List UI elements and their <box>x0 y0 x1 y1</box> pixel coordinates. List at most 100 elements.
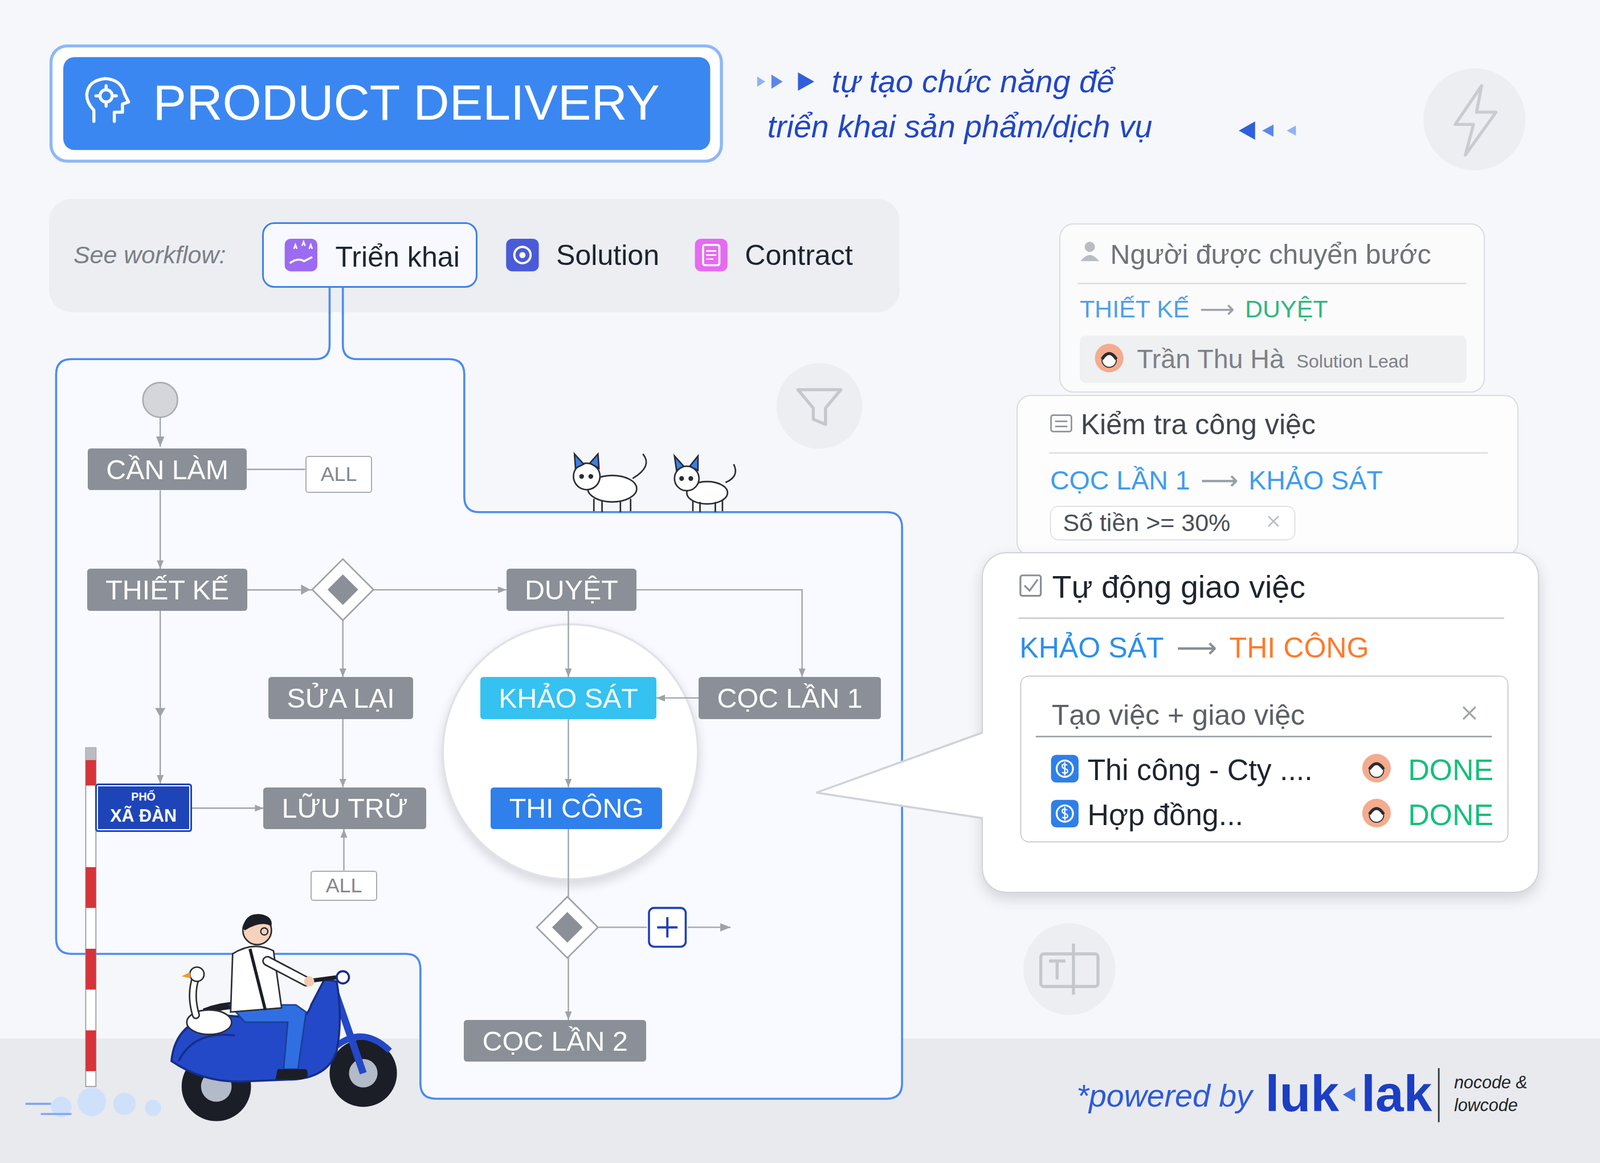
text-slot: Kiểm tra công việc <box>1080 407 1316 442</box>
text-slot: KHẢO SÁT <box>1248 464 1383 497</box>
text-slot: Solution <box>556 238 660 273</box>
list-divider <box>1035 735 1492 738</box>
text-slot: Triển khai <box>335 239 460 275</box>
text-slot: Tự động giao việc <box>1052 568 1306 607</box>
assignee-chip: Trần Thu Hà Solution Lead <box>1079 335 1467 383</box>
subtitle: tự tạo chức năng để <box>831 62 1115 101</box>
person-icon <box>1080 241 1099 261</box>
text-slot: Tạo việc + giao việc <box>1051 698 1305 733</box>
lightning-badge <box>1423 68 1526 171</box>
text-slot: ⟶ <box>1200 464 1239 497</box>
automation-card: Tự động giao việcKHẢO SÁT ⟶ THI CÔNG Tạo vi… <box>981 552 1540 893</box>
text-slot: THI CÔNG <box>1229 630 1370 665</box>
text-slot: Hợp đồng... <box>1087 797 1244 833</box>
status-box: CỌC LẦN 1 <box>698 676 881 719</box>
flow-connector <box>567 719 569 788</box>
diagram-title: PRODUCT DELIVERY <box>153 72 660 133</box>
text-slot: nocode & lowcode <box>1454 1071 1557 1117</box>
scooter-rider <box>25 913 398 1122</box>
step-name: KHẢO SÁT <box>1019 630 1164 665</box>
flow-connector <box>343 829 345 871</box>
person-role: Solution Lead <box>1296 350 1409 373</box>
card-divider <box>1077 282 1467 285</box>
card-heading: Tự động giao việc <box>1052 568 1306 607</box>
flow-connector <box>656 697 699 699</box>
street-pole <box>85 747 96 1087</box>
decision-diamond <box>312 558 374 620</box>
status-box: CẦN LÀM <box>87 448 247 491</box>
box-label: CỌC LẦN 2 <box>482 1024 628 1058</box>
text-slot: ⟶ <box>1176 630 1218 665</box>
box-label: THIẾT KẾ <box>105 573 230 607</box>
sign-text: PHỐ <box>131 790 156 804</box>
note-icon <box>1051 415 1072 432</box>
flow-connector <box>159 490 161 570</box>
mid-arrowhead <box>154 584 310 718</box>
tab-label: Solution <box>556 238 660 273</box>
text-slot: triển khai sản phẩm/dịch vụ <box>767 107 1153 146</box>
subtitle: triển khai sản phẩm/dịch vụ <box>767 107 1153 146</box>
box-label: KHẢO SÁT <box>498 681 638 715</box>
step-arrow: ⟶ <box>1200 464 1239 497</box>
step-arrow: ⟶ <box>1176 630 1218 665</box>
tab-label: Triển khai <box>335 239 460 275</box>
text-slot: tự tạo chức năng để <box>831 62 1115 101</box>
step-name: THI CÔNG <box>1229 630 1370 665</box>
text-slot: DONE <box>1407 752 1494 788</box>
street-sign: PHỐXÃ ĐÀN <box>95 783 193 832</box>
text-slot: PRODUCT DELIVERY <box>153 72 660 133</box>
box-label: ALL <box>325 873 363 899</box>
text-slot: KHẢO SÁT <box>1019 630 1164 665</box>
tab-icon <box>695 238 728 272</box>
text-slot: See workflow: <box>73 240 226 271</box>
active-step-box: THI CÔNG <box>490 787 663 830</box>
text-slot: XÃ ĐÀN <box>109 805 177 827</box>
step-arrow: ⟶ <box>1199 294 1235 325</box>
flow-connector <box>567 610 569 677</box>
text-slot: Trần Thu Hà <box>1136 343 1285 376</box>
close-icon <box>1463 707 1476 720</box>
box-label: SỬA LẠI <box>287 681 395 715</box>
add-step-button <box>649 907 686 947</box>
workflow-region <box>55 287 902 1099</box>
status-box: DUYỆT <box>506 568 637 611</box>
money-icon <box>1051 754 1079 783</box>
active-step-box: KHẢO SÁT <box>480 676 657 719</box>
step-name: THIẾT KẾ <box>1079 294 1190 325</box>
box-label: LỮU TRỮ <box>282 791 408 825</box>
logo-text: luk <box>1265 1063 1340 1125</box>
flow-connector <box>159 610 161 785</box>
box-label: ALL <box>320 462 358 487</box>
status-box: CỌC LẦN 2 <box>463 1019 647 1062</box>
remove-icon <box>1268 516 1279 527</box>
card-divider <box>1049 452 1488 455</box>
logo-text: lak <box>1361 1063 1432 1125</box>
text-slot: ⟶ <box>1199 294 1235 325</box>
condition-text: Số tiền >= 30% <box>1062 508 1231 538</box>
callout-tail <box>816 732 985 818</box>
tab-stem <box>329 287 343 314</box>
text-slot: DONE <box>1407 797 1494 833</box>
box-label: DUYỆT <box>524 573 619 607</box>
task-name: Thi công - Cty .... <box>1087 752 1313 788</box>
task-list-box: Tạo việc + giao việcThi công - Cty .... D… <box>1020 675 1509 843</box>
person-name: Trần Thu Hà <box>1136 343 1285 376</box>
card-heading: Người được chuyển bước <box>1110 237 1432 271</box>
text-field-badge <box>1023 923 1116 1015</box>
step-name: CỌC LẦN 1 <box>1050 464 1191 497</box>
list-heading: Tạo việc + giao việc <box>1051 698 1305 733</box>
workflow-tabs-panel: See workflow:Triển khaiSolutionContract <box>49 198 901 313</box>
card-divider <box>1018 617 1504 620</box>
tab-icon <box>284 238 318 272</box>
text-slot: lak <box>1361 1063 1432 1125</box>
decision-diamond <box>536 896 598 958</box>
flow-connector <box>342 719 344 788</box>
status-box: SỬA LẠI <box>268 676 414 719</box>
text-slot: THIẾT KẾ <box>1079 294 1190 325</box>
flow-connector <box>636 589 803 677</box>
step-name: DUYỆT <box>1245 294 1329 325</box>
status-box: LỮU TRỮ <box>263 787 427 830</box>
